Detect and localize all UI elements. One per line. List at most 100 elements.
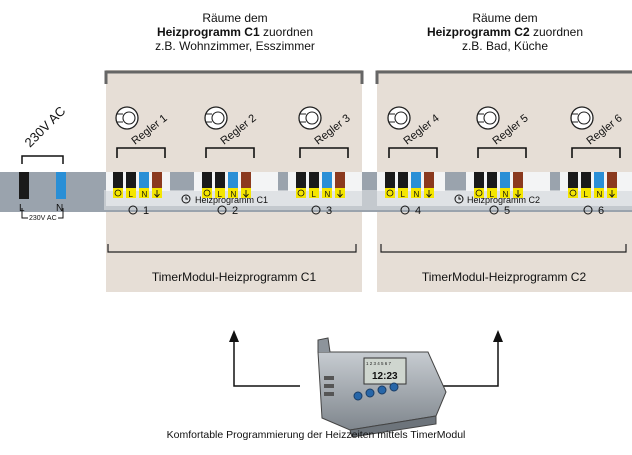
channel-6-symbol [583,205,593,215]
regler-1-knob [122,111,136,125]
terminal-3-4 [335,172,345,189]
terminal-2-n-label: N [231,190,237,199]
regler-3-knob [305,111,319,125]
terminal-n-label: N [56,203,63,214]
terminal-5-l-label: L [490,190,495,199]
regler-6-marks [572,113,578,123]
regler-5-bracket [477,147,527,158]
terminal-3-2 [309,172,319,189]
channel-2-number: 2 [232,205,238,217]
header-c2-line3: z.B. Bad, Küche [461,39,549,53]
terminal-label-2-1 [202,188,212,198]
terminal-4-1 [385,172,395,189]
heizprogramm-c2-label: Heizprogramm C2 [467,195,540,205]
terminal-label-6-2 [581,188,591,198]
terminal-label-1-3 [139,188,149,198]
terminal-6-4 [607,172,617,189]
terminal-3-1 [296,172,306,189]
terminal-2-ground-icon [243,190,249,198]
regler-1-marks [117,113,123,123]
terminal-label-3-3 [322,188,332,198]
timer-display-time: 12:23 [372,371,398,382]
terminal-6-l-label: L [584,190,589,199]
terminal-5-ground-icon [515,190,521,198]
clock-hands-c1 [185,196,188,200]
terminal-1-clock-icon [114,189,122,197]
regler-5-knob [483,111,497,125]
timer-display [363,357,407,385]
terminal-4-3 [411,172,421,189]
terminal-6-1 [568,172,578,189]
header-c1: Räume dem Heizprogramm C1 zuordnen z.B. … [105,11,365,53]
terminal-5-2 [487,172,497,189]
arrow-to-c2 [442,340,499,387]
terminal-label-4-2 [398,188,408,198]
regler-2-marks [206,113,212,123]
heizprogramm-c1-label: Heizprogramm C1 [195,195,268,205]
regler-3-marks [300,113,306,123]
regler-6-knob [577,111,591,125]
power-bracket [21,155,64,164]
terminal-label-3-1 [296,188,306,198]
terminal-4-n-label: N [414,190,420,199]
terminal-4-4 [424,172,434,189]
timer-button-1 [353,391,363,401]
terminal-2-3 [228,172,238,189]
voltage-label: 230V AC [22,103,69,150]
terminal-1-4 [152,172,162,189]
terminal-1-n-label: N [142,190,148,199]
timermodul-c2-label: TimerModul-Heizprogramm C2 [422,270,587,284]
timer-button-2 [365,388,375,398]
terminal-2-2 [215,172,225,189]
header-c1-line3: z.B. Wohnzimmer, Esszimmer [155,39,315,53]
terminal-n [56,172,66,199]
terminal-1-ground-icon [154,190,160,198]
caption: Komfortable Programmierung der Heizzeite… [166,429,466,441]
terminal-6-n-label: N [597,190,603,199]
timer-module-device: 1 2 3 4 5 6 7 12:23 [317,337,447,438]
terminal-label-3-2 [309,188,319,198]
channel-3-symbol [311,205,321,215]
regler-3-bracket [299,147,349,158]
bracket-bottom-c1 [107,244,357,253]
timermodul-c1-label: TimerModul-Heizprogramm C1 [152,270,317,284]
clock-hands-c2 [458,196,461,200]
terminal-4-clock-icon [386,189,394,197]
header-c2-line1: Räume dem [472,11,538,25]
terminal-label-5-2 [487,188,497,198]
header-c2: Räume dem Heizprogramm C2 zuordnen z.B. … [375,11,632,53]
regler-1-bracket [116,147,166,158]
regler-4-marks [389,113,395,123]
channel-4-number: 4 [415,205,421,217]
terminal-label-5-1 [474,188,484,198]
channel-1-number: 1 [143,205,149,217]
terminal-label-6-3 [594,188,604,198]
terminal-label-2-3 [228,188,238,198]
header-c2-line2: Heizprogramm C2 zuordnen [375,25,632,39]
regler-2-knob [211,111,225,125]
terminal-5-1 [474,172,484,189]
terminal-6-clock-icon [569,189,577,197]
terminal-label-4-3 [411,188,421,198]
arrow-head-c2 [493,330,503,342]
regler-4-bracket [388,147,438,158]
terminal-label-1-2 [126,188,136,198]
terminal-6-ground-icon [609,190,615,198]
header-c1-assign: zuordnen [259,25,314,39]
terminal-label-6-1 [568,188,578,198]
terminal-3-clock-icon [297,189,305,197]
header-c2-program: Heizprogramm C2 [426,25,530,39]
bracket-top-c1 [104,70,364,84]
timer-display-top: 1 2 3 4 5 6 7 [366,361,392,366]
terminal-6-2 [581,172,591,189]
terminal-label-4-1 [385,188,395,198]
terminal-1-1 [113,172,123,189]
regler-5-marks [478,113,484,123]
terminal-4-l-label: L [401,190,406,199]
terminal-1-l-label: L [129,190,134,199]
terminal-3-l-label: L [312,190,317,199]
terminal-5-3 [500,172,510,189]
bracket-bottom-c2 [380,244,627,253]
